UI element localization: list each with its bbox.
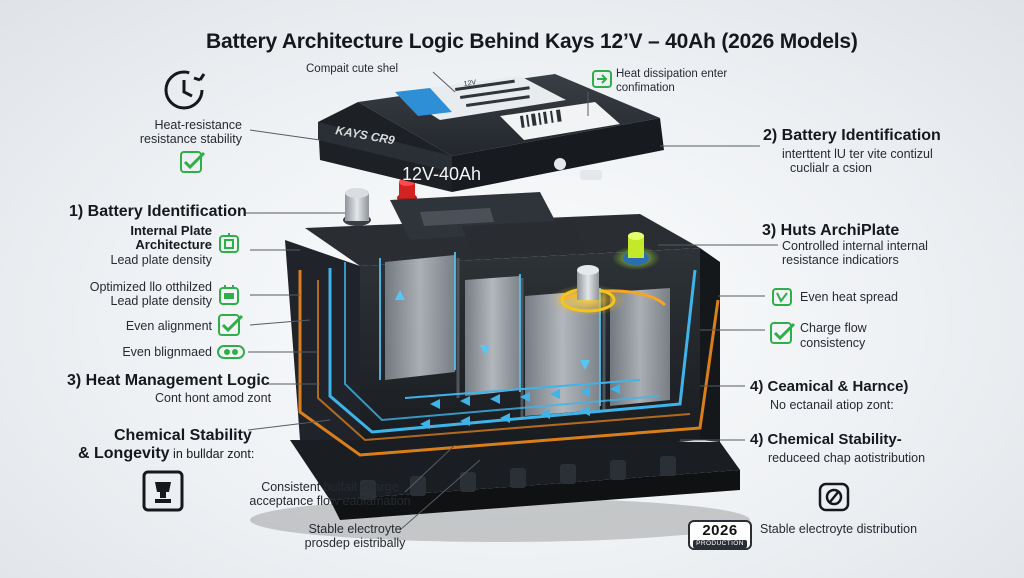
arrow-box-icon-heat	[772, 288, 792, 306]
label-stable-bottom-2: prosdep eistribally	[304, 536, 406, 550]
year-badge-tag: PRODUCTION	[693, 540, 747, 548]
battery-body	[285, 214, 740, 520]
label-battery-id-right-1: interttent lU ter vite contizul	[782, 147, 933, 161]
label-heat-resistance-1: Heat-resistance	[154, 118, 242, 132]
battery-icon	[218, 284, 240, 306]
label-internal-plate-2: Architecture	[135, 237, 212, 252]
leader-lines	[245, 71, 778, 531]
label-heat-dissipation-2: confimation	[616, 82, 675, 94]
gauge-icon	[818, 482, 850, 512]
label-heat-dissipation-1: Heat dissipation enter	[616, 68, 728, 80]
checkmark-icon	[180, 150, 206, 174]
label-heat-resistance-2: resistance stability	[139, 132, 242, 146]
label-optimized-1: Optimized llo otthilzed	[89, 280, 212, 294]
year-badge: 2026 PRODUCTION	[688, 520, 752, 550]
label-compact-shell: Compait cute shel	[306, 63, 399, 75]
label-consistent-1: Consistent bulfait charge	[261, 480, 399, 494]
label-chemical-right: 4) Chemical Stability-	[750, 431, 902, 448]
label-optimized-2: Lead plate density	[110, 294, 212, 308]
label-ceamical: 4) Ceamical & Harnce)	[750, 378, 909, 395]
label-battery-id-left: 1) Battery Identification	[69, 203, 247, 220]
label-huts-archiplate: 3) Huts ArchiPlate	[762, 222, 900, 239]
arrow-box-icon	[592, 70, 612, 88]
label-heat-management-sub: Cont hont amod zont	[155, 391, 272, 405]
label-chemical-left-2: & Longevity in bulldar zont:	[78, 445, 254, 463]
label-stable-bottom-1: Stable electroyte	[308, 522, 402, 536]
sticker-code-text: 12V	[463, 79, 477, 88]
lid-rating-text: 12V-40Ah	[402, 164, 481, 184]
label-even-blignmaed: Even blignmaed	[122, 345, 212, 359]
toggle-icon	[217, 345, 245, 359]
label-chemical-right-sub: reduceed chap aotistribution	[768, 451, 926, 465]
label-charge-flow-1: Charge flow	[800, 321, 867, 335]
label-battery-id-right-2: cuclialr a csion	[790, 161, 872, 175]
heat-flow-lines	[298, 252, 720, 457]
clock-icon	[160, 66, 208, 114]
checkmark-icon-alignment	[218, 313, 244, 337]
label-ceamical-sub: No ectanail atiop zont:	[770, 398, 894, 412]
cup-icon	[142, 470, 184, 512]
label-even-alignment: Even alignment	[125, 319, 212, 333]
page-title: Battery Architecture Logic Behind Kays 1…	[206, 30, 858, 53]
label-chemical-left-1: Chemical Stability	[114, 427, 252, 444]
battery-lid	[318, 74, 664, 192]
label-huts-archiplate-2: resistance indicatiors	[782, 253, 899, 267]
label-stable-right: Stable electroyte distribution	[760, 522, 918, 536]
label-chemical-left-inline: in bulldar zont:	[169, 447, 255, 461]
label-chemical-left-2-head: & Longevity	[78, 445, 170, 462]
label-battery-id-right: 2) Battery Identification	[763, 127, 941, 144]
label-internal-plate-sub: Lead plate density	[110, 253, 212, 267]
label-heat-management: 3) Heat Management Logic	[67, 372, 270, 389]
checkmark-icon-charge	[770, 321, 796, 345]
label-huts-archiplate-1: Controlled internal internal	[782, 239, 928, 253]
label-even-heat: Even heat spread	[800, 290, 898, 304]
label-consistent-2: acceptance flow eadiamation	[249, 494, 411, 508]
label-internal-plate-1: Internal Plate	[130, 223, 212, 238]
terminals	[343, 178, 660, 316]
plate-icon	[218, 232, 240, 254]
year-badge-year: 2026	[702, 522, 738, 539]
label-charge-flow-2: consistency	[800, 336, 866, 350]
